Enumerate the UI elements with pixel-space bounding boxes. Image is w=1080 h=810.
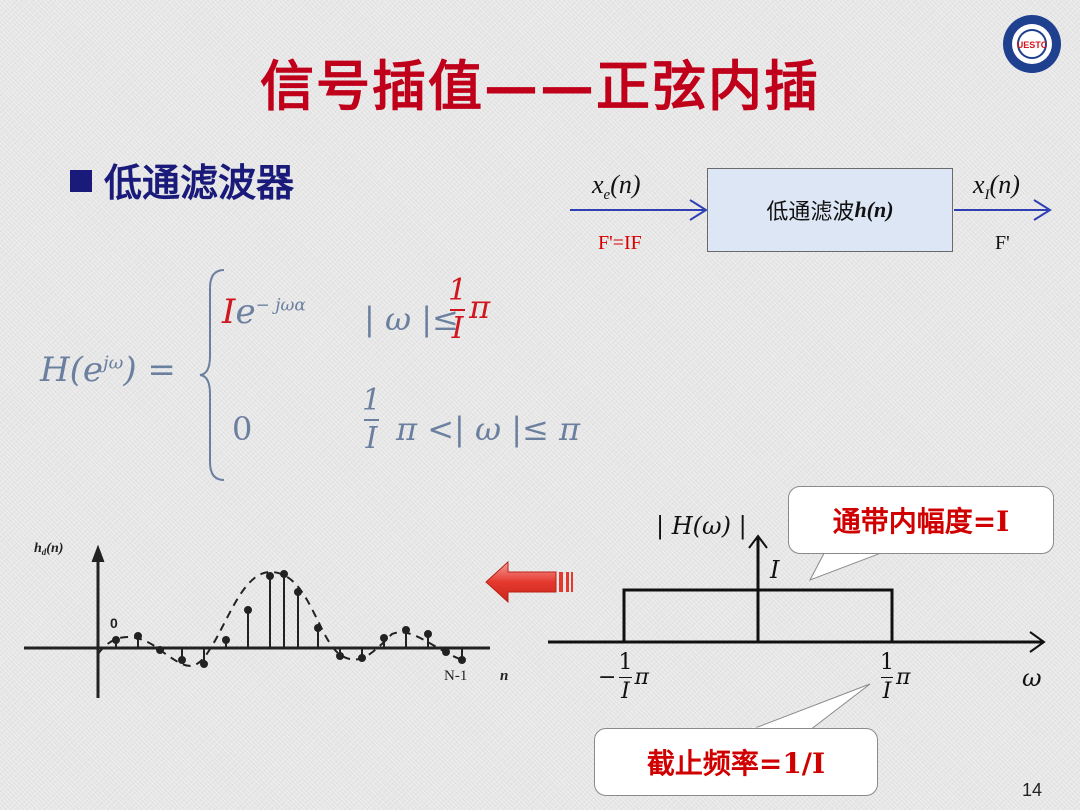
bullet-heading: 低通滤波器 <box>104 160 295 205</box>
sample-marker <box>314 624 322 632</box>
sinc-envelope <box>97 570 463 667</box>
signal-arrows <box>570 199 1052 221</box>
omega-axis-arrow-icon <box>1029 631 1046 653</box>
sample-marker <box>200 660 208 668</box>
formula-case1-condition: | ω |≤ <box>364 300 459 338</box>
sample-marker <box>266 572 274 580</box>
output-sampling-rate: F' <box>995 232 1010 254</box>
formula-case2-value: 0 <box>232 410 253 448</box>
sample-marker <box>112 636 120 644</box>
formula-brace <box>199 269 225 481</box>
sample-marker <box>358 654 366 662</box>
input-sampling-rate: F'=IF <box>598 232 642 254</box>
sample-marker <box>380 634 388 642</box>
formula-case1-value: Ie− jωα <box>222 292 306 332</box>
sample-marker <box>244 606 252 614</box>
passband-rectangle <box>622 588 894 642</box>
sample-marker <box>280 570 288 578</box>
cutoff-callout: 截止频率=1/I <box>594 728 878 796</box>
sample-marker <box>458 656 466 664</box>
sample-marker <box>442 648 450 656</box>
sample-marker <box>134 632 142 640</box>
bullet-square-icon <box>70 170 92 192</box>
formula-lhs: H(ejω) = <box>40 350 176 390</box>
sample-marker <box>178 656 186 664</box>
sample-marker <box>294 588 302 596</box>
impulse-xlabel: n <box>500 668 508 684</box>
impulse-ylabel: hd(n) <box>34 541 63 557</box>
page-title: 信号插值——正弦内插 <box>260 54 820 118</box>
passband-callout: 通带内幅度=I <box>788 486 1054 554</box>
input-signal-label: xe(n) <box>592 170 641 204</box>
impulse-response-plot: hd(n) 0 N-1 n <box>24 541 508 698</box>
freq-response-axes <box>548 534 1046 653</box>
impulse-origin-label: 0 <box>110 615 118 631</box>
sample-marker <box>402 626 410 634</box>
output-signal-label: xI(n) <box>973 170 1020 204</box>
y-axis-arrow-icon <box>91 544 105 563</box>
impulse-end-label: N-1 <box>444 668 467 684</box>
sample-marker <box>424 630 432 638</box>
university-logo: UESTC <box>1003 15 1061 73</box>
impulse-stems <box>112 570 466 668</box>
sample-marker <box>336 652 344 660</box>
level-label: I <box>770 556 780 584</box>
svg-text:UESTC: UESTC <box>1017 40 1048 50</box>
left-arrow-icon <box>485 560 573 604</box>
omega-label: ω <box>1022 664 1042 692</box>
magnitude-label: | H(ω) | <box>656 512 747 540</box>
page-number: 14 <box>1021 780 1042 800</box>
formula-case2-condition: π <| ω |≤ π <box>396 410 581 448</box>
magnitude-axis-arrow-icon <box>748 534 768 549</box>
sample-marker <box>222 636 230 644</box>
sample-marker <box>156 646 164 654</box>
